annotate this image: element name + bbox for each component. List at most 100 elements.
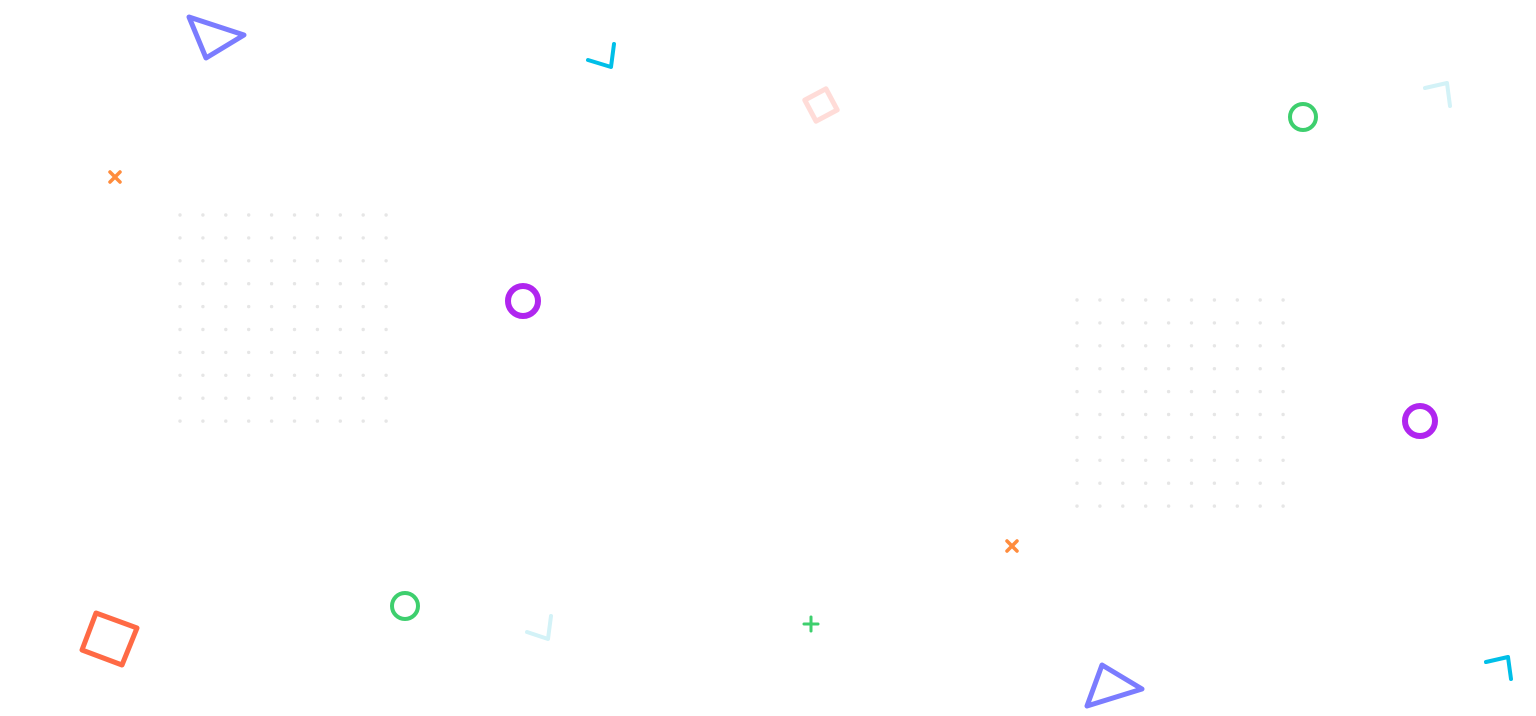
grid-dot xyxy=(269,419,274,423)
grid-dot xyxy=(1166,321,1171,325)
grid-dot xyxy=(384,373,388,377)
grid-dot xyxy=(1281,458,1285,462)
grid-dot xyxy=(1098,481,1102,485)
grid-dot xyxy=(292,213,297,217)
grid-dot xyxy=(247,236,251,240)
grid-dot xyxy=(247,304,251,309)
grid-dot xyxy=(1189,321,1194,325)
grid-dot xyxy=(1166,504,1171,508)
grid-dot xyxy=(1075,389,1079,394)
grid-dot xyxy=(247,327,251,332)
grid-dot xyxy=(1098,321,1102,325)
grid-dot xyxy=(338,236,342,240)
grid-dot xyxy=(1189,367,1194,371)
grid-dot xyxy=(1235,321,1240,325)
grid-dot xyxy=(1075,344,1079,348)
grid-dot xyxy=(1121,458,1125,462)
grid-dot xyxy=(1235,458,1240,462)
grid-dot xyxy=(384,259,388,263)
grid-dot xyxy=(178,350,182,355)
grid-dot xyxy=(338,419,342,423)
circle-icon xyxy=(1288,102,1318,132)
grid-dot xyxy=(338,350,342,355)
grid-dot xyxy=(361,282,365,286)
grid-dot xyxy=(247,373,251,377)
grid-dot xyxy=(1212,504,1217,508)
grid-dot xyxy=(292,419,297,423)
grid-dot xyxy=(1121,344,1125,348)
grid-dot xyxy=(1189,481,1194,485)
grid-dot xyxy=(315,259,320,263)
grid-dot xyxy=(1235,389,1240,394)
grid-dot xyxy=(1212,298,1217,302)
grid-dot xyxy=(1098,344,1102,348)
grid-dot xyxy=(178,419,182,423)
grid-dot xyxy=(1235,412,1240,417)
grid-dot xyxy=(1235,298,1240,302)
grid-dot xyxy=(292,396,297,400)
grid-dot xyxy=(1258,389,1262,394)
grid-dot xyxy=(338,213,342,217)
grid-dot xyxy=(384,396,388,400)
grid-dot xyxy=(178,327,182,332)
grid-dot xyxy=(1281,367,1285,371)
grid-dot xyxy=(1075,481,1079,485)
grid-dot xyxy=(1144,481,1148,485)
grid-dot xyxy=(292,236,297,240)
grid-dot xyxy=(1281,298,1285,302)
grid-dot xyxy=(361,396,365,400)
grid-dot xyxy=(315,350,320,355)
grid-dot xyxy=(178,373,182,377)
chevron-icon xyxy=(586,42,616,69)
dot-grid-left xyxy=(178,213,388,423)
grid-dot xyxy=(269,259,274,263)
grid-dot xyxy=(1258,504,1262,508)
grid-dot xyxy=(224,373,228,377)
grid-dot xyxy=(315,213,320,217)
grid-dot xyxy=(1281,435,1285,440)
circle-icon xyxy=(505,283,541,319)
grid-dot xyxy=(1098,504,1102,508)
grid-dot xyxy=(1189,298,1194,302)
grid-dot xyxy=(178,236,182,240)
grid-dot xyxy=(1258,298,1262,302)
grid-dot xyxy=(292,327,297,332)
grid-dot xyxy=(224,327,228,332)
grid-dot xyxy=(1098,435,1102,440)
grid-dot xyxy=(1098,389,1102,394)
grid-dot xyxy=(247,350,251,355)
grid-dot xyxy=(247,419,251,423)
grid-dot xyxy=(361,419,365,423)
grid-dot xyxy=(269,396,274,400)
grid-dot xyxy=(1189,504,1194,508)
grid-dot xyxy=(292,282,297,286)
grid-dot xyxy=(1189,435,1194,440)
grid-dot xyxy=(269,350,274,355)
grid-dot xyxy=(201,419,205,423)
grid-dot xyxy=(178,304,182,309)
triangle-icon xyxy=(186,14,247,61)
grid-dot xyxy=(1258,481,1262,485)
grid-dot xyxy=(361,350,365,355)
plus-icon xyxy=(802,615,820,633)
circle-icon xyxy=(390,591,420,621)
grid-dot xyxy=(315,396,320,400)
grid-dot xyxy=(201,259,205,263)
grid-dot xyxy=(269,213,274,217)
grid-dot xyxy=(1166,481,1171,485)
grid-dot xyxy=(1281,504,1285,508)
grid-dot xyxy=(224,259,228,263)
grid-dot xyxy=(1166,344,1171,348)
grid-dot xyxy=(338,396,342,400)
grid-dot xyxy=(315,282,320,286)
grid-dot xyxy=(201,373,205,377)
grid-dot xyxy=(384,236,388,240)
grid-dot xyxy=(1258,412,1262,417)
grid-dot xyxy=(292,373,297,377)
grid-dot xyxy=(1212,435,1217,440)
grid-dot xyxy=(1281,321,1285,325)
grid-dot xyxy=(1075,321,1079,325)
grid-dot xyxy=(1121,389,1125,394)
grid-dot xyxy=(224,282,228,286)
